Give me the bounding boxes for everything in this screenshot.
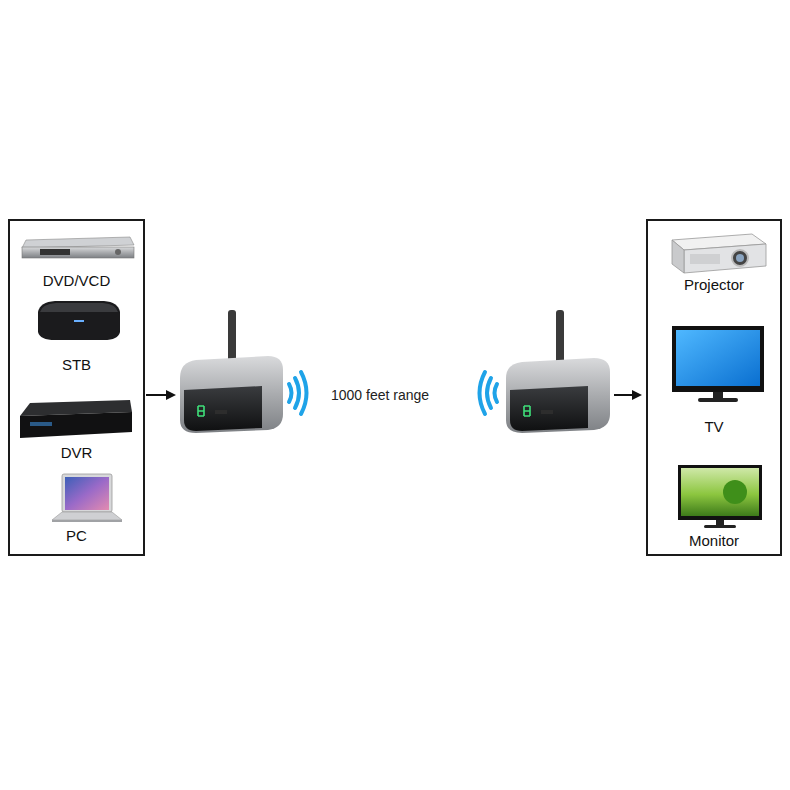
device-name: Projector [648,276,780,294]
laptop [52,474,122,522]
transmitter-unit [180,310,283,433]
tv-set [672,326,764,402]
set-top-box [38,301,120,340]
signal-arrow [146,390,176,400]
device-name: DVR [10,444,143,462]
device-name: TV [648,418,780,436]
dvr-box [20,400,132,438]
range-label: 1000 feet range [331,386,429,404]
device-name: DVD/VCD [10,272,143,290]
projector [672,234,766,273]
dvd-player [22,237,134,258]
device-name: PC [10,527,143,545]
signal-arrow [614,390,642,400]
display-devices-box: ProjectorTV Monitor [646,219,782,556]
monitor-screen [678,465,762,528]
source-devices-box: DVD/VCD STB DVR PC [8,219,145,556]
device-name: Monitor [648,532,780,550]
receiver-unit [506,310,610,433]
device-name: STB [10,356,143,374]
wireless-waves [289,372,497,414]
